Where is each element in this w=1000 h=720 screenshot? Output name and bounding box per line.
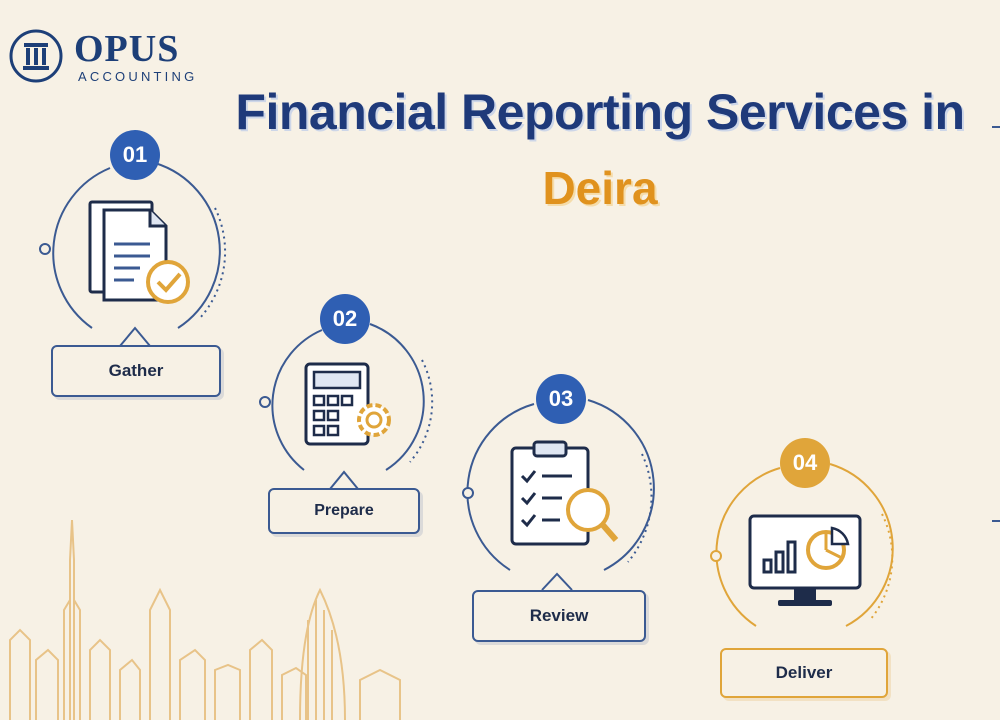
step-ring <box>259 323 434 490</box>
step-ring <box>39 162 227 347</box>
step-review: 03 Review <box>462 372 662 644</box>
step-ring <box>462 399 655 591</box>
edge-tick <box>992 520 1000 522</box>
step-label: Gather <box>51 345 221 397</box>
step-label: Review <box>472 590 646 642</box>
step-number-badge: 02 <box>320 294 370 344</box>
page-title-location: Deira <box>542 162 658 214</box>
pillar-logo-icon <box>9 29 63 83</box>
edge-tick <box>992 126 1000 128</box>
calculator-gear-icon <box>304 362 391 446</box>
step-label: Deliver <box>720 648 888 698</box>
dubai-skyline-illustration <box>9 519 401 720</box>
page-title: Financial Reporting Services in <box>235 84 965 140</box>
step-gather: 01 Gather <box>39 128 240 398</box>
step-number-badge: 03 <box>536 374 586 424</box>
brand-tagline: ACCOUNTING <box>78 69 198 84</box>
documents-check-icon <box>88 200 190 304</box>
brand-name: OPUS <box>74 28 180 70</box>
brand-logo: OPUS ACCOUNTING <box>8 28 208 88</box>
step-number-badge: 01 <box>110 130 160 180</box>
clipboard-magnifier-icon <box>510 440 619 546</box>
step-ring <box>710 463 894 627</box>
step-deliver: 04 Deliver <box>710 436 900 700</box>
step-label: Prepare <box>268 488 420 534</box>
monitor-chart-icon <box>748 514 862 606</box>
step-prepare: 02 Prepare <box>259 292 442 537</box>
step-number-badge: 04 <box>780 438 830 488</box>
